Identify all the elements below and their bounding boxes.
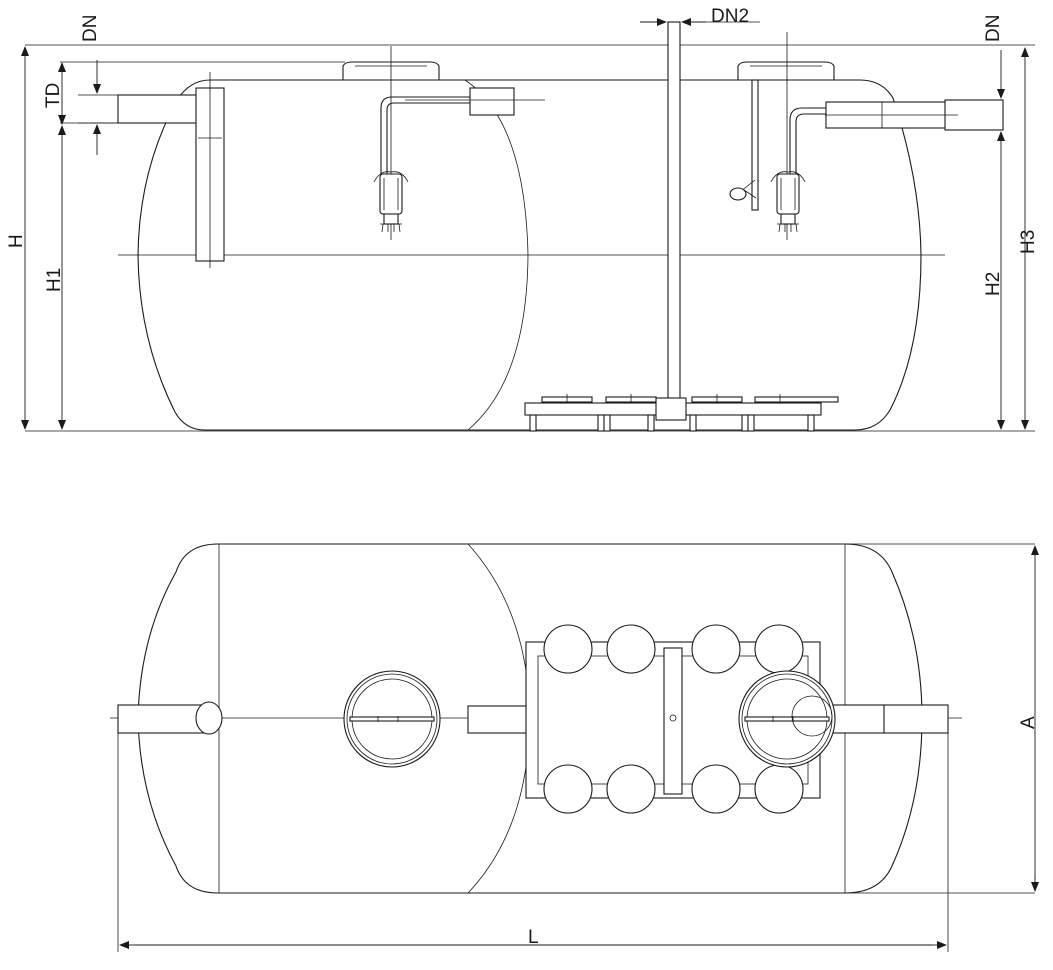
- manhole-right-top: [738, 670, 836, 768]
- label-dn2: DN2: [711, 6, 749, 27]
- label-a: A: [1018, 716, 1039, 729]
- label-h3: H3: [1018, 230, 1039, 254]
- outlet-box-left: [469, 87, 515, 116]
- label-td: TD: [43, 83, 64, 108]
- pump-riser-right: [789, 107, 830, 180]
- float-switch: [729, 179, 757, 201]
- inlet-pipe-top: [117, 704, 204, 734]
- outlet-box-top: [825, 704, 887, 734]
- top-view: A L: [110, 543, 1039, 952]
- side-view: DN TD H H1 DN2 DN H2 H3: [6, 6, 1039, 432]
- transfer-pipe-top: [467, 705, 531, 734]
- outlet-pipe-top: [883, 704, 949, 734]
- manhole-cover-right: [737, 61, 835, 81]
- inlet-pipe: [117, 94, 199, 124]
- inlet-dip-top: [195, 701, 223, 735]
- label-l: L: [528, 927, 539, 948]
- label-dn-right: DN: [983, 15, 1004, 42]
- label-dn-left: DN: [80, 15, 101, 42]
- pump-left: [373, 171, 409, 233]
- float-switch-rod: [751, 79, 759, 211]
- air-riser-pipe: [667, 21, 681, 401]
- label-h1: H1: [44, 268, 65, 292]
- label-h: H: [6, 234, 27, 248]
- pump-riser-left: [380, 96, 472, 180]
- aerator-grid-side: [524, 394, 839, 432]
- pump-right: [770, 171, 806, 233]
- label-h2: H2: [983, 272, 1004, 296]
- tank-body-side: [137, 79, 922, 431]
- manhole-left-top: [343, 670, 441, 768]
